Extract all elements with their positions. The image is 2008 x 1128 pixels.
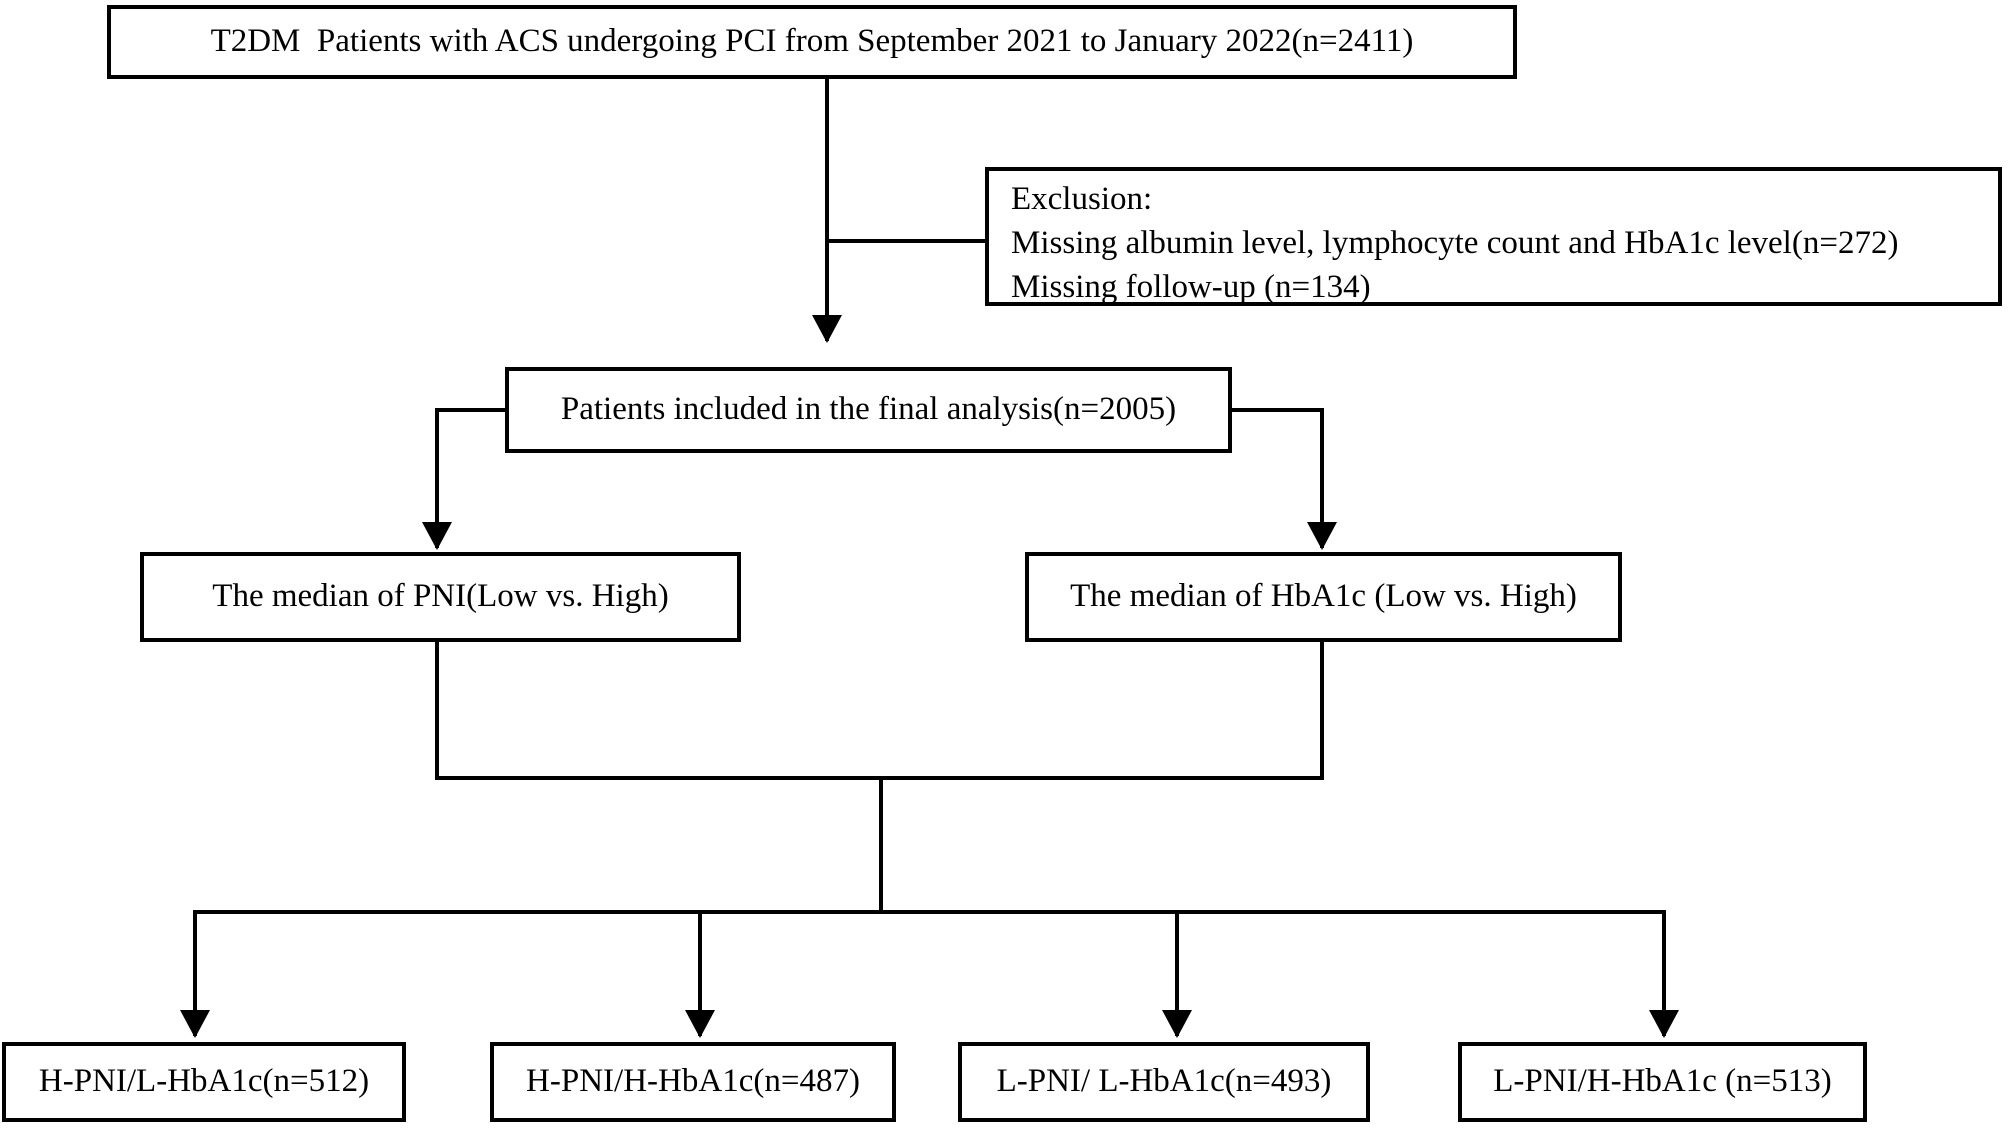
connector-included-to-pni (422, 408, 507, 550)
included-box-label: Patients included in the final analysis(… (560, 391, 1177, 428)
enrollment-box-label: T2DM Patients with ACS undergoing PCI fr… (210, 23, 1414, 60)
connector-included-to-hba1c (1229, 408, 1337, 550)
hba1c-median-box: The median of HbA1c (Low vs. High) (1025, 552, 1622, 642)
group-hpni-hhba1c-box: H-PNI/H-HbA1c(n=487) (490, 1042, 896, 1122)
exclusion-box: Exclusion: Missing albumin level, lympho… (985, 167, 2002, 306)
included-box: Patients included in the final analysis(… (505, 367, 1232, 453)
exclusion-reason-missing-labs: Missing albumin level, lymphocyte count … (1011, 225, 1899, 261)
exclusion-heading: Exclusion: (1011, 181, 1153, 217)
enrollment-box: T2DM Patients with ACS undergoing PCI fr… (107, 5, 1517, 79)
group-lpni-hhba1c-label: L-PNI/H-HbA1c (n=513) (1493, 1063, 1832, 1100)
group-lpni-lhba1c-label: L-PNI/ L-HbA1c(n=493) (996, 1063, 1332, 1100)
group-hpni-lhba1c-box: H-PNI/L-HbA1c(n=512) (2, 1042, 406, 1122)
pni-median-box: The median of PNI(Low vs. High) (140, 552, 741, 642)
exclusion-reason-missing-followup: Missing follow-up (n=134) (1011, 269, 1371, 305)
group-hpni-lhba1c-label: H-PNI/L-HbA1c(n=512) (38, 1063, 370, 1100)
group-hpni-hhba1c-label: H-PNI/H-HbA1c(n=487) (526, 1063, 860, 1100)
group-lpni-hhba1c-box: L-PNI/H-HbA1c (n=513) (1458, 1042, 1867, 1122)
hba1c-median-box-label: The median of HbA1c (Low vs. High) (1070, 578, 1577, 615)
group-lpni-lhba1c-box: L-PNI/ L-HbA1c(n=493) (958, 1042, 1370, 1122)
pni-median-box-label: The median of PNI(Low vs. High) (212, 578, 669, 615)
